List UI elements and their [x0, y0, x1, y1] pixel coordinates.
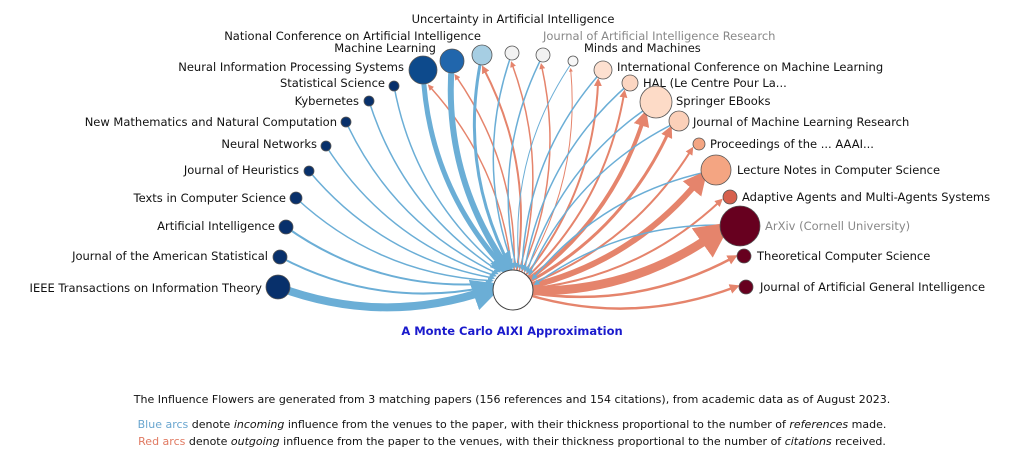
venue-label[interactable]: IEEE Transactions on Information Theory: [30, 281, 263, 295]
venue-node[interactable]: [278, 219, 294, 235]
venue-label[interactable]: Machine Learning: [334, 41, 436, 55]
outgoing-arc: [512, 67, 573, 291]
venue-label[interactable]: Neural Information Processing Systems: [178, 60, 404, 74]
venue-label[interactable]: Journal of Artificial General Intelligen…: [759, 280, 985, 294]
venue-node[interactable]: [719, 205, 761, 247]
venue-node[interactable]: [363, 95, 375, 107]
caption-text: made.: [848, 418, 887, 431]
incoming-arc: [420, 69, 511, 276]
venue-label[interactable]: Minds and Machines: [584, 41, 701, 55]
incoming-arc: [276, 279, 505, 312]
venue-label[interactable]: Journal of Machine Learning Research: [692, 115, 909, 129]
caption-em: citations: [784, 435, 832, 448]
caption-text: influence from the paper to the venues, …: [279, 435, 785, 448]
venue-node[interactable]: [621, 74, 639, 92]
venue-node[interactable]: [340, 116, 352, 128]
caption-text: influence from the venues to the paper, …: [284, 418, 790, 431]
venue-node[interactable]: [535, 47, 551, 63]
venue-node[interactable]: [439, 48, 465, 74]
venue-label[interactable]: Journal of Heuristics: [183, 163, 299, 177]
venue-node[interactable]: [639, 85, 673, 119]
venue-node[interactable]: [265, 274, 291, 300]
incoming-arc: [285, 226, 494, 288]
venue-label[interactable]: Neural Networks: [221, 137, 317, 151]
venue-node[interactable]: [738, 279, 754, 295]
caption-em: outgoing: [230, 435, 280, 448]
paper-title[interactable]: A Monte Carlo AIXI Approximation: [401, 324, 623, 338]
venue-label[interactable]: Artificial Intelligence: [157, 219, 275, 233]
venue-label[interactable]: International Conference on Machine Lear…: [617, 60, 883, 74]
outgoing-arc: [512, 222, 732, 296]
venue-nodes: IEEE Transactions on Information Theory J…: [30, 12, 990, 300]
incoming-arc: [279, 256, 494, 295]
venue-label[interactable]: National Conference on Artificial Intell…: [224, 29, 481, 43]
blue-arcs-label: Blue arcs: [137, 418, 189, 431]
venue-label[interactable]: Springer EBooks: [676, 94, 770, 108]
incoming-arc: [525, 101, 657, 274]
venue-label[interactable]: Lecture Notes in Computer Science: [737, 163, 940, 177]
outgoing-arc: [512, 170, 708, 293]
venue-node[interactable]: [272, 249, 288, 265]
venue-node[interactable]: [303, 165, 315, 177]
caption-text: denote: [188, 418, 234, 431]
incoming-arc: [368, 100, 501, 273]
incoming-arc: [447, 60, 514, 277]
caption-text: received.: [831, 435, 886, 448]
outgoing-arc: [481, 65, 522, 291]
incoming-arc: [516, 60, 574, 269]
venue-label[interactable]: Theoretical Computer Science: [756, 249, 930, 263]
caption-summary: The Influence Flowers are generated from…: [133, 393, 891, 406]
incoming-arc: [519, 69, 604, 271]
incoming-arc: [308, 170, 496, 281]
venue-node[interactable]: [692, 137, 706, 151]
venue-label[interactable]: Adaptive Agents and Multi-Agents Systems: [742, 190, 990, 204]
venue-node[interactable]: [289, 191, 303, 205]
venue-node[interactable]: [668, 110, 690, 132]
venue-node[interactable]: [736, 248, 752, 264]
outgoing-arc: [512, 284, 740, 310]
incoming-arc: [345, 121, 499, 275]
paper-node[interactable]: [492, 269, 534, 311]
venue-label[interactable]: ArXiv (Cornell University): [765, 219, 910, 233]
incoming-arc: [325, 145, 497, 278]
caption-blue: Blue arcs denote incoming influence from…: [0, 418, 1024, 431]
caption-text: denote: [185, 435, 231, 448]
venue-node[interactable]: [388, 80, 400, 92]
incoming-arc: [507, 54, 544, 270]
venue-label[interactable]: Journal of Artificial Intelligence Resea…: [542, 29, 775, 43]
venue-node[interactable]: [722, 189, 738, 205]
caption-red: Red arcs denote outgoing influence from …: [0, 435, 1024, 448]
venue-node[interactable]: [700, 154, 732, 186]
incoming-arc: [528, 120, 680, 276]
venue-node[interactable]: [567, 55, 579, 67]
incoming-arc: [295, 197, 494, 284]
venue-label[interactable]: Proceedings of the ... AAAI...: [710, 137, 874, 151]
influence-flower: IEEE Transactions on Information Theory J…: [30, 12, 990, 312]
venue-label[interactable]: Kybernetes: [295, 94, 359, 108]
red-arcs-label: Red arcs: [138, 435, 186, 448]
outgoing-arc: [512, 125, 673, 292]
incoming-arc: [492, 52, 515, 269]
venue-label[interactable]: Statistical Science: [280, 76, 385, 90]
caption-em: references: [789, 418, 849, 431]
venue-label[interactable]: HAL (Le Centre Pour La...: [643, 76, 787, 90]
venue-label[interactable]: New Mathematics and Natural Computation: [85, 115, 337, 129]
incoming-arc: [472, 54, 513, 272]
incoming-arc: [393, 85, 504, 272]
caption-em: incoming: [233, 418, 285, 431]
outgoing-arc: [512, 89, 628, 291]
venue-node[interactable]: [504, 45, 520, 61]
venue-label[interactable]: Texts in Computer Science: [133, 191, 286, 205]
venue-node[interactable]: [593, 60, 613, 80]
arcs: [276, 52, 741, 312]
venue-label[interactable]: Journal of the American Statistical: [71, 249, 268, 263]
venue-node[interactable]: [471, 44, 493, 66]
venue-label[interactable]: Uncertainty in Artificial Intelligence: [412, 12, 615, 26]
incoming-arc: [522, 82, 631, 273]
outgoing-arc: [512, 255, 738, 299]
venue-node[interactable]: [408, 55, 438, 85]
venue-node[interactable]: [320, 140, 332, 152]
